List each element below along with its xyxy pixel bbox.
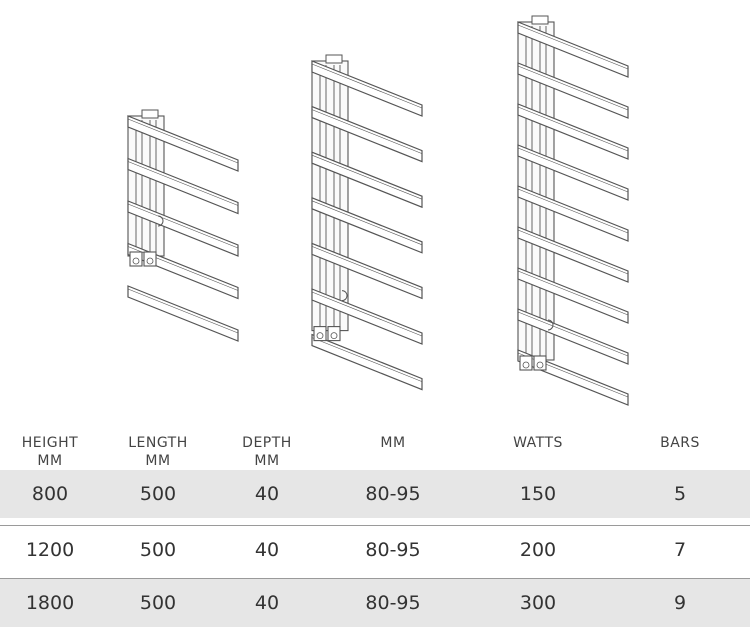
valve-knob (146, 257, 154, 265)
radiator-bar-edge (517, 270, 629, 316)
radiator-5-bar-illustration (127, 109, 239, 342)
radiator-bar-edge (517, 188, 629, 234)
cell-depth: 40 (254, 592, 280, 614)
radiator-bracket (341, 290, 348, 302)
radiator-bar-edge (517, 311, 629, 357)
radiator-bracket (547, 319, 554, 331)
radiator-7-bar-illustration (311, 54, 423, 391)
valve-knob (536, 361, 544, 369)
radiator-bar-edge (517, 147, 629, 193)
cell-length: 500 (139, 592, 177, 614)
radiator-bar-edge (311, 63, 423, 109)
table-row: 1200 500 40 80-95 200 7 (0, 525, 750, 574)
table-row: 800 500 40 80-95 150 5 (0, 470, 750, 518)
header-depth: DEPTH MM (242, 435, 292, 469)
radiator-bracket (157, 215, 164, 227)
radiator-bar-edge (311, 154, 423, 200)
header-mm: MM (380, 435, 406, 451)
valve-knob (522, 361, 530, 369)
radiator-bar (127, 285, 239, 342)
radiator-bar-edge (311, 200, 423, 246)
cell-watts: 200 (519, 539, 557, 561)
cell-mm: 80-95 (365, 483, 421, 505)
radiator-illustrations (127, 15, 629, 406)
valve-knob (330, 332, 338, 340)
radiator-bar-edge (311, 109, 423, 154)
cell-height: 800 (31, 483, 69, 505)
cell-mm: 80-95 (365, 539, 421, 561)
radiator-post (311, 60, 349, 332)
cell-depth: 40 (254, 539, 280, 561)
header-watts: WATTS (513, 435, 563, 451)
radiator-bar-edge (127, 161, 239, 206)
radiator-bar-edge (311, 291, 423, 337)
cell-bars: 5 (673, 483, 687, 505)
radiator-bar-edge (517, 229, 629, 275)
cell-bars: 7 (673, 539, 687, 561)
valve-knob (132, 257, 140, 265)
cell-mm: 80-95 (365, 592, 421, 614)
radiator-bar-edge (127, 118, 239, 164)
radiator-9-bar-illustration (517, 15, 629, 406)
radiator-bar-edge (311, 246, 423, 291)
radiator-bar-edge (127, 203, 239, 249)
cell-length: 500 (139, 539, 177, 561)
valve-knob (316, 332, 324, 340)
cell-height: 1800 (25, 592, 75, 614)
cell-bars: 9 (673, 592, 687, 614)
cell-watts: 300 (519, 592, 557, 614)
radiator-bar-edge (311, 337, 423, 382)
cell-length: 500 (139, 483, 177, 505)
header-length: LENGTH MM (128, 435, 188, 469)
header-bars: BARS (660, 435, 700, 451)
header-height: HEIGHT MM (21, 435, 79, 469)
radiator-bar-edge (517, 106, 629, 152)
radiator-cap (531, 15, 549, 25)
radiator-bar-edge (517, 65, 629, 111)
cell-height: 1200 (25, 539, 75, 561)
radiator-bar (311, 333, 423, 391)
radiator-bar-edge (127, 288, 239, 334)
cell-watts: 150 (519, 483, 557, 505)
cell-depth: 40 (254, 483, 280, 505)
radiator-cap (141, 109, 159, 119)
radiator-cap (325, 54, 343, 64)
radiator-bar-edge (517, 24, 629, 70)
table-row: 1800 500 40 80-95 300 9 (0, 578, 750, 627)
